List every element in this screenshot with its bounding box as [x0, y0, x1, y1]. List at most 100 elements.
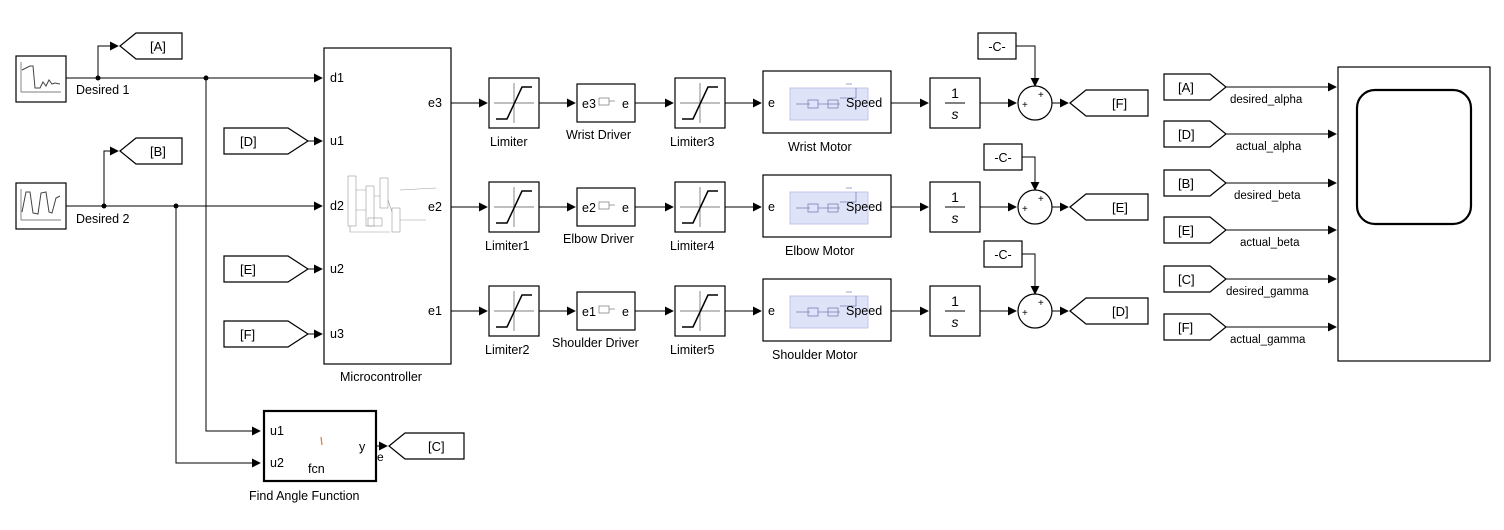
signal-desired-alpha: desired_alpha: [1230, 94, 1303, 106]
svg-text:[A]: [A]: [150, 39, 166, 54]
svg-text:[E]: [E]: [1178, 223, 1194, 238]
goto-tag-e[interactable]: [E]: [1069, 193, 1149, 221]
svg-text:+: +: [1022, 100, 1028, 111]
micro-port-e2: e2: [428, 200, 442, 214]
svg-text:[D]: [D]: [1178, 127, 1195, 142]
integrator-shoulder-block[interactable]: 1 s: [929, 285, 981, 337]
micro-port-e3: e3: [428, 96, 442, 110]
scope-from-tag-e[interactable]: [E]: [1163, 216, 1227, 244]
svg-text:e: e: [622, 305, 629, 319]
scope-screen-icon: [1355, 88, 1473, 226]
scope-from-tag-c[interactable]: [C]: [1163, 265, 1227, 293]
desired-1-label: Desired 1: [76, 83, 130, 97]
from-tag-d-micro[interactable]: [D]: [223, 127, 310, 155]
fcn-output-signal-label: e: [377, 450, 384, 464]
wrist-motor-label: Wrist Motor: [788, 140, 852, 154]
svg-text:Speed: Speed: [846, 200, 882, 214]
goto-tag-c[interactable]: [C]: [388, 432, 465, 460]
svg-text:[B]: [B]: [150, 144, 166, 159]
svg-text:[E]: [E]: [1112, 200, 1128, 215]
desired-2-label: Desired 2: [76, 212, 130, 226]
svg-text:e: e: [768, 96, 775, 110]
shoulder-driver-block[interactable]: e1 e Shoulder Driver: [552, 291, 639, 350]
signal-actual-beta: actual_beta: [1240, 237, 1300, 249]
svg-text:[F]: [F]: [240, 327, 255, 342]
micro-port-u1: u1: [330, 134, 344, 148]
integrator-wrist-block[interactable]: 1 s: [929, 77, 981, 129]
svg-text:fcn: fcn: [308, 462, 325, 476]
limiter-block[interactable]: Limiter: [488, 77, 540, 149]
matlab-function-icon: [320, 436, 323, 446]
svg-text:[F]: [F]: [1112, 96, 1127, 111]
desired-1-source-block[interactable]: Desired 1: [15, 55, 130, 103]
desired-2-source-block[interactable]: Desired 2: [15, 182, 130, 230]
constant-wrist-block[interactable]: -C-: [977, 32, 1017, 60]
svg-text:s: s: [952, 314, 959, 330]
scope-from-tag-f[interactable]: [F]: [1163, 313, 1227, 341]
elbow-driver-label: Elbow Driver: [563, 232, 634, 246]
svg-text:s: s: [952, 210, 959, 226]
svg-text:Speed: Speed: [846, 304, 882, 318]
svg-text:1: 1: [951, 85, 959, 101]
limiter4-block[interactable]: Limiter4: [670, 181, 726, 253]
scope-from-tag-b[interactable]: [B]: [1163, 169, 1227, 197]
svg-text:Limiter5: Limiter5: [670, 343, 715, 357]
svg-text:+: +: [1022, 308, 1028, 319]
limiter1-block[interactable]: Limiter1: [485, 181, 540, 253]
goto-tag-f[interactable]: [F]: [1069, 89, 1149, 117]
microcontroller-label: Microcontroller: [340, 370, 422, 384]
wire-desired1-fcn-u1: [205, 78, 261, 436]
from-tag-e-micro[interactable]: [E]: [223, 255, 310, 283]
svg-text:Limiter1: Limiter1: [485, 239, 530, 253]
goto-tag-b[interactable]: [B]: [119, 137, 183, 165]
svg-text:u1: u1: [270, 424, 284, 438]
micro-port-d1: d1: [330, 71, 344, 85]
limiter3-block[interactable]: Limiter3: [670, 77, 726, 149]
shoulder-motor-label: Shoulder Motor: [772, 348, 857, 362]
svg-text:Limiter4: Limiter4: [670, 239, 715, 253]
limiter5-block[interactable]: Limiter5: [670, 285, 726, 357]
micro-port-u3: u3: [330, 327, 344, 341]
from-tag-f-micro[interactable]: [F]: [223, 320, 310, 348]
micro-port-e1: e1: [428, 304, 442, 318]
scope-from-tag-d[interactable]: [D]: [1163, 120, 1227, 148]
find-angle-function-block[interactable]: u1 u2 y fcn Find Angle Function: [249, 409, 378, 503]
sum-elbow-block[interactable]: + +: [1017, 189, 1053, 225]
svg-text:1: 1: [951, 293, 959, 309]
integrator-elbow-block[interactable]: 1 s: [929, 181, 981, 233]
goto-tag-d[interactable]: [D]: [1069, 297, 1149, 325]
goto-tag-a[interactable]: [A]: [119, 32, 183, 60]
elbow-motor-label: Elbow Motor: [785, 244, 854, 258]
limiter2-block[interactable]: Limiter2: [485, 285, 540, 357]
scope-block[interactable]: [1337, 66, 1491, 362]
shoulder-motor-block[interactable]: e Speed Shoulder Motor: [762, 278, 892, 362]
svg-text:1: 1: [951, 189, 959, 205]
wrist-motor-block[interactable]: e Speed Wrist Motor: [762, 70, 892, 154]
sum-shoulder-block[interactable]: + +: [1017, 293, 1053, 329]
constant-elbow-block[interactable]: -C-: [983, 143, 1023, 171]
elbow-driver-block[interactable]: e2 e Elbow Driver: [563, 187, 636, 246]
svg-text:[C]: [C]: [428, 439, 445, 454]
microcontroller-block[interactable]: d1 u1 d2 u2 u3 e3 e2 e1 Microcontroller: [323, 47, 452, 384]
shoulder-driver-label: Shoulder Driver: [552, 336, 639, 350]
signal-actual-alpha: actual_alpha: [1236, 141, 1302, 153]
svg-text:[E]: [E]: [240, 262, 256, 277]
svg-text:e2: e2: [582, 201, 596, 215]
wire-desired2-fcn-u2: [175, 206, 261, 468]
elbow-motor-block[interactable]: e Speed Elbow Motor: [762, 174, 892, 258]
wire-desired2-goto-b: [103, 146, 119, 206]
micro-port-u2: u2: [330, 262, 344, 276]
sum-wrist-block[interactable]: + +: [1017, 85, 1053, 121]
signal-desired-gamma: desired_gamma: [1226, 286, 1309, 298]
constant-shoulder-block[interactable]: -C-: [983, 240, 1023, 268]
micro-internal-schematic-icon: [347, 175, 437, 233]
wrist-driver-block[interactable]: e3 e Wrist Driver: [566, 83, 636, 142]
svg-text:Speed: Speed: [846, 96, 882, 110]
svg-text:-C-: -C-: [994, 151, 1011, 165]
svg-text:+: +: [1022, 204, 1028, 215]
svg-text:e: e: [768, 200, 775, 214]
wrist-driver-label: Wrist Driver: [566, 128, 631, 142]
scope-from-tag-a[interactable]: [A]: [1163, 73, 1227, 101]
svg-text:e1: e1: [582, 305, 596, 319]
